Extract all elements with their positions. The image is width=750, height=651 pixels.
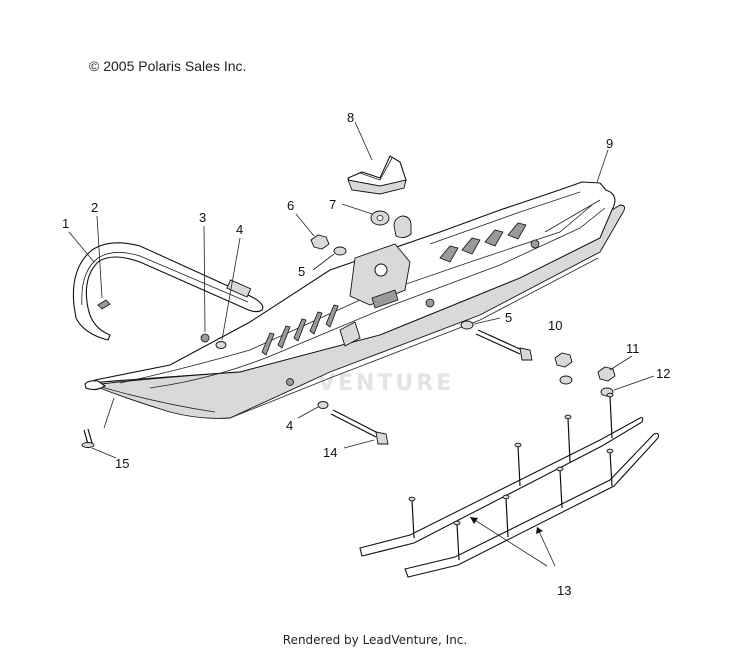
nut-11a [554, 352, 573, 368]
watermark-text: VENTURE [318, 371, 454, 396]
callout-5b: 5 [505, 310, 512, 325]
bushing-7 [393, 215, 412, 239]
callout-10: 10 [548, 318, 562, 333]
copyright-text: © 2005 Polaris Sales Inc. [89, 58, 247, 74]
nut-11b [597, 366, 616, 382]
washer-4b [317, 401, 329, 409]
callout-4a: 4 [236, 222, 243, 237]
leader-lines [68, 121, 655, 567]
ski-handle [72, 242, 264, 341]
footer-text: Rendered by LeadVenture, Inc. [282, 633, 468, 647]
washer-12a [559, 375, 573, 385]
washer-5a [333, 246, 347, 256]
callout-15: 15 [115, 456, 129, 471]
callout-13: 13 [557, 583, 571, 598]
callout-11: 11 [626, 341, 640, 356]
callouts: 1 2 3 4 5 6 7 8 9 5 10 11 12 4 14 15 13 [62, 110, 670, 598]
rivet-15 [81, 428, 95, 448]
callout-7: 7 [329, 197, 336, 212]
callout-3: 3 [199, 210, 206, 225]
callout-9: 9 [606, 136, 613, 151]
callout-2: 2 [91, 200, 98, 215]
washer-5b [460, 320, 474, 330]
wear-pad-8 [347, 155, 407, 195]
callout-6: 6 [287, 198, 294, 213]
washer-4a [215, 341, 227, 349]
callout-12: 12 [656, 366, 670, 381]
ski-body [84, 181, 625, 419]
callout-5a: 5 [298, 264, 305, 279]
callout-8: 8 [347, 110, 354, 125]
nut-3 [200, 333, 210, 343]
rivet-2 [97, 299, 111, 310]
bolt-10 [475, 329, 533, 361]
carbide-runner-upper [359, 392, 644, 557]
callout-1: 1 [62, 216, 69, 231]
callout-4b: 4 [286, 418, 293, 433]
bolt-14 [330, 409, 389, 445]
nut-6 [310, 234, 330, 250]
carbide-runner-lower [404, 432, 660, 578]
callout-14: 14 [323, 445, 337, 460]
